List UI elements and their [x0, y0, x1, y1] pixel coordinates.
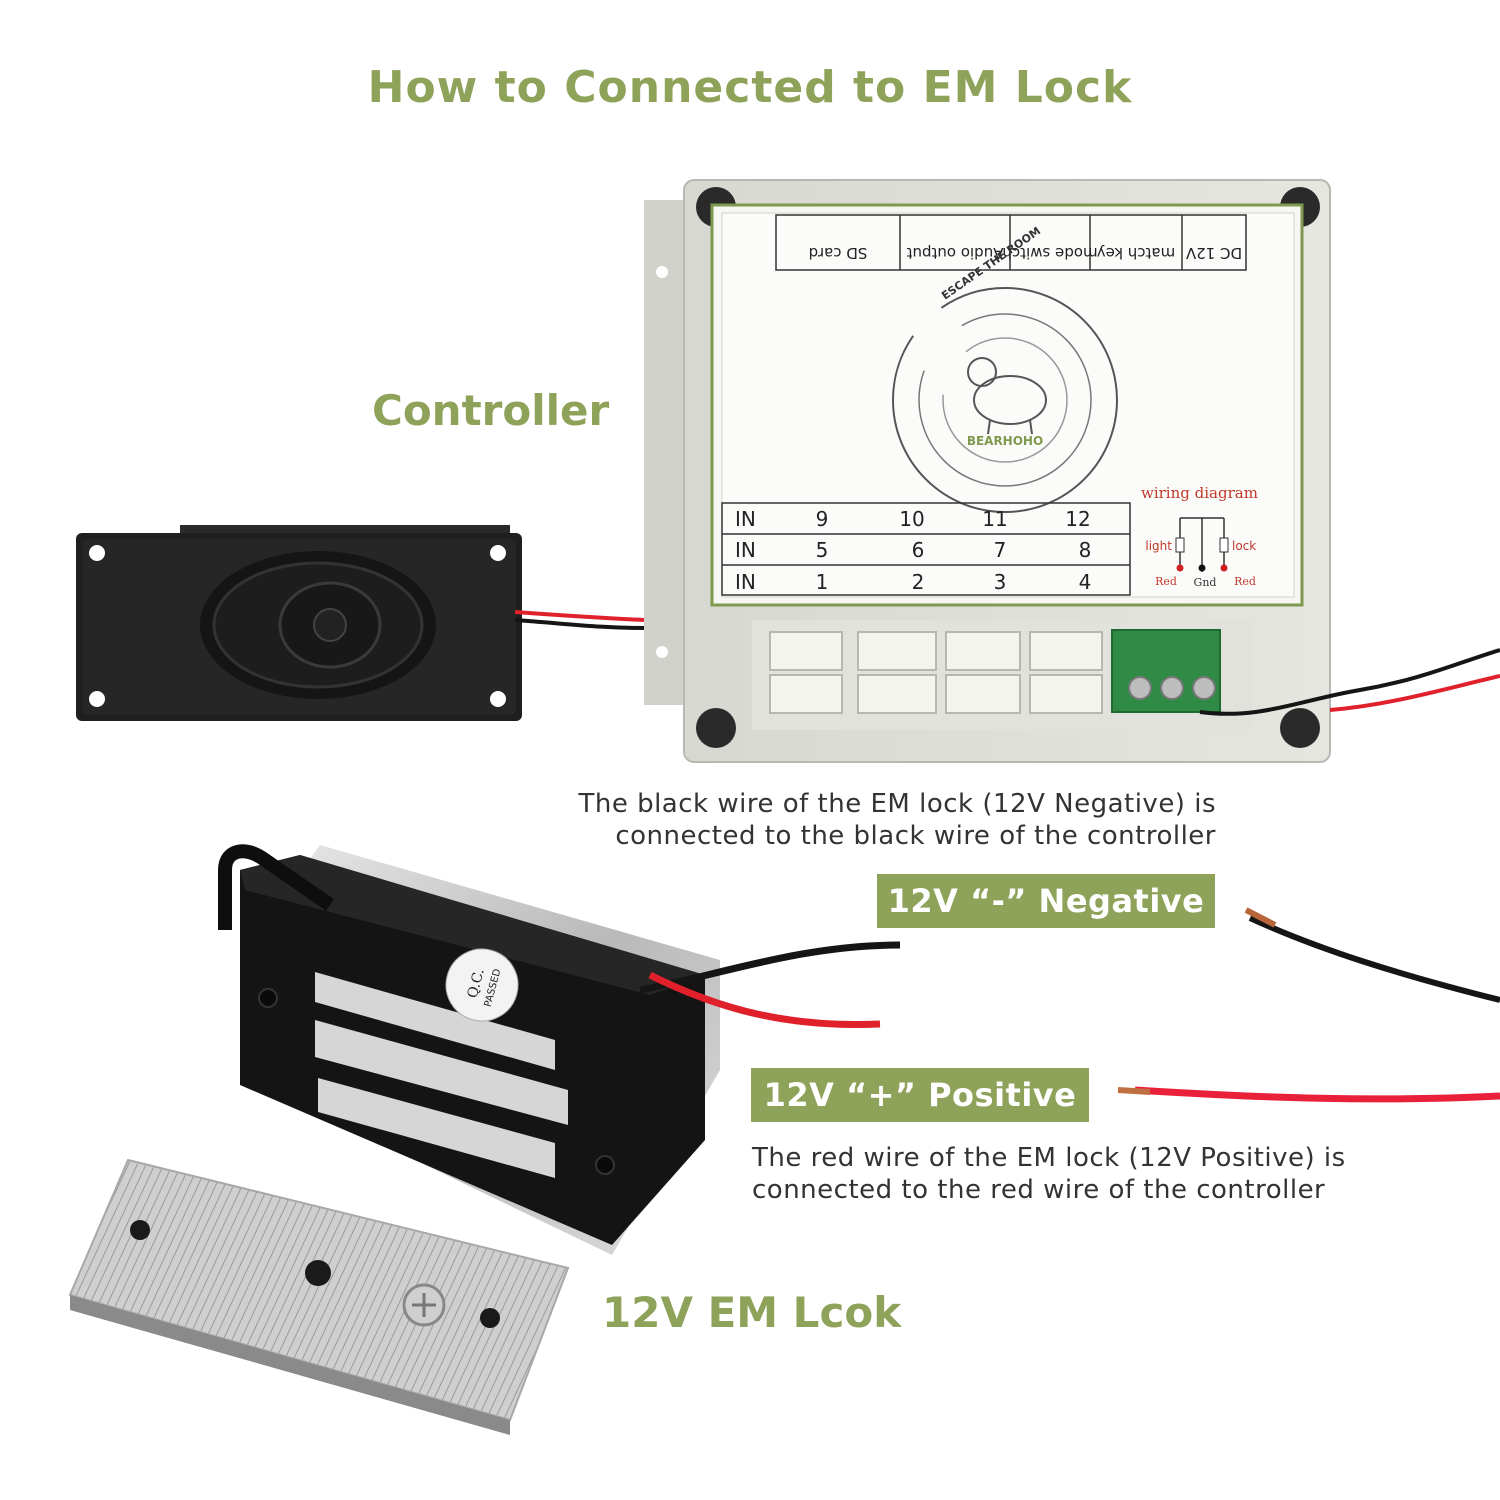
em-lock [218, 844, 720, 1255]
black-wire-caption: The black wire of the EM lock (12V Negat… [500, 788, 1216, 852]
io-cell: 5 [816, 538, 829, 562]
header-cell-dc-12v: DC 12V [1185, 244, 1242, 262]
controller-box [644, 179, 1331, 763]
io-cell: 8 [1079, 538, 1092, 562]
brand-name: BEARHOHO [967, 434, 1043, 448]
speaker [76, 525, 522, 721]
jst-connectors [769, 631, 1103, 714]
page-title: How to Connected to EM Lock [367, 62, 1133, 113]
controller-black-wire [1244, 907, 1500, 1003]
negative-badge: 12V “-” Negative [877, 874, 1215, 928]
qc-passed-sticker [445, 948, 519, 1022]
mount-hole [490, 691, 506, 707]
black-wire-caption-line2: connected to the black wire of the contr… [615, 821, 1216, 851]
wiring-lock-label: lock [1232, 539, 1256, 553]
io-cell: 11 [982, 507, 1007, 531]
terminal-block [1111, 629, 1221, 713]
header-cell-mode-switch: mode switch [1002, 244, 1097, 262]
header-cell-audio-output: Audio output [906, 244, 1003, 262]
wiring-red-right: Red [1234, 575, 1256, 588]
mount-hole [89, 545, 105, 561]
io-row-label: IN [735, 507, 756, 531]
controller-red-wire [1117, 1086, 1500, 1103]
io-cell: 4 [1079, 570, 1092, 594]
header-cell-match-key: match key [1097, 244, 1176, 262]
io-cell: 3 [994, 570, 1007, 594]
wiring-diagram [1175, 517, 1229, 572]
armature-plate [68, 1158, 570, 1435]
positive-badge: 12V “+” Positive [751, 1068, 1089, 1122]
header-cell-sd-card: SD card [809, 244, 868, 262]
red-wire-caption: The red wire of the EM lock (12V Positiv… [752, 1142, 1452, 1206]
wiring-gnd: Gnd [1194, 576, 1217, 589]
wiring-diagram-title: wiring diagram [1141, 484, 1258, 502]
wiring-light-label: light [1145, 539, 1172, 553]
io-cell: 12 [1065, 507, 1090, 531]
em-lock-label: 12V EM Lcok [602, 1288, 902, 1337]
io-table: IN 9 10 11 12 IN 5 6 7 8 IN 1 2 3 4 [735, 507, 1091, 594]
qc-sticker-line1: Q.C. [465, 967, 488, 1000]
wiring-red-left: Red [1155, 575, 1177, 588]
bear-logo [967, 357, 1047, 435]
io-cell: 1 [816, 570, 829, 594]
io-cell: 10 [899, 507, 924, 531]
mount-hole [89, 691, 105, 707]
controller-label: Controller [372, 386, 610, 435]
red-wire-caption-line1: The red wire of the EM lock (12V Positiv… [752, 1143, 1346, 1173]
io-cell: 7 [994, 538, 1007, 562]
io-cell: 2 [912, 570, 925, 594]
header-cells: SD card Audio output mode switch match k… [809, 244, 1242, 262]
io-row-label: IN [735, 538, 756, 562]
io-cell: 9 [816, 507, 829, 531]
black-wire-caption-line1: The black wire of the EM lock (12V Negat… [578, 789, 1216, 819]
io-cell: 6 [912, 538, 925, 562]
mount-hole [490, 545, 506, 561]
red-wire-caption-line2: connected to the red wire of the control… [752, 1175, 1326, 1205]
io-row-label: IN [735, 570, 756, 594]
